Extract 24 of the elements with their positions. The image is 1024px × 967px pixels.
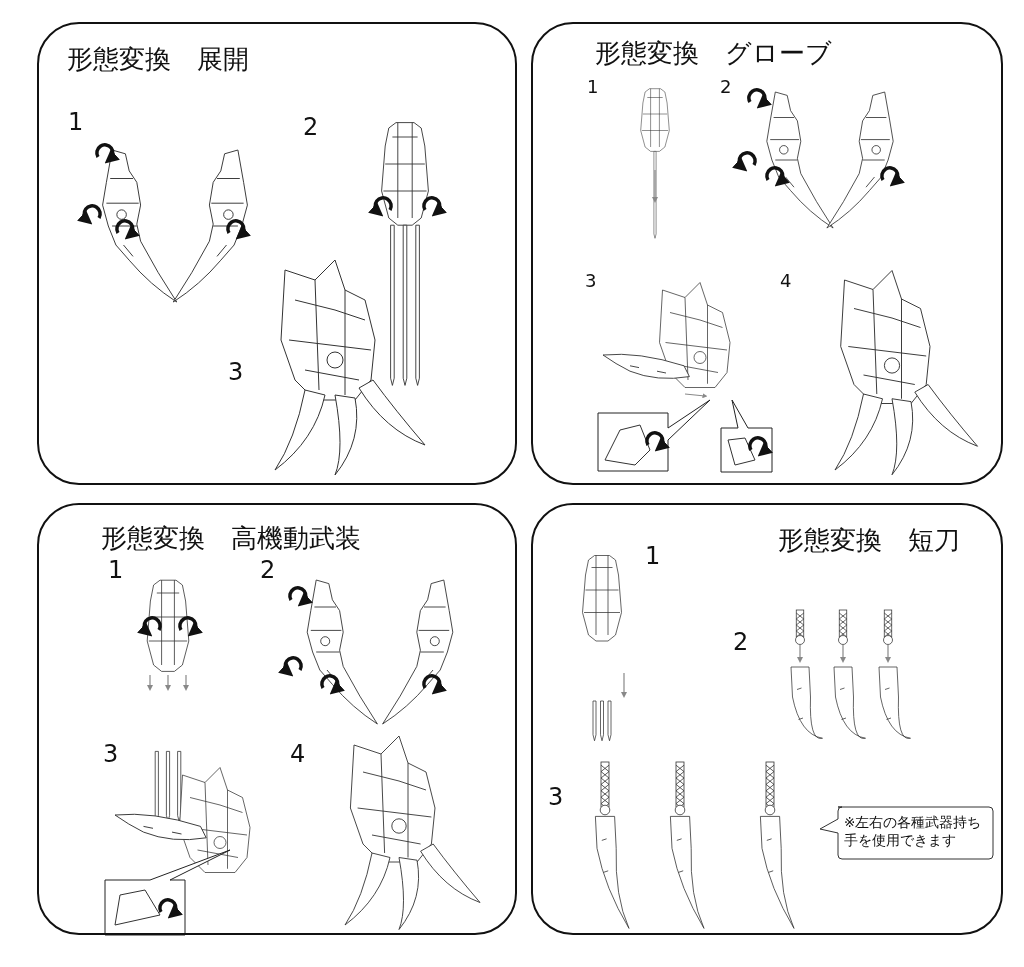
- step-number: 1: [68, 108, 84, 136]
- step-panel: [37, 503, 517, 935]
- step-number: 4: [290, 740, 306, 768]
- step-number: 2: [733, 628, 749, 656]
- step-number: 1: [587, 76, 599, 97]
- note-callout: [818, 807, 993, 859]
- step-number: 2: [720, 76, 732, 97]
- panel-title: 形態変換 グローブ: [595, 37, 832, 70]
- step-number: 2: [260, 556, 276, 584]
- step-number: 3: [585, 270, 597, 291]
- step-number: 3: [228, 358, 244, 386]
- step-number: 4: [780, 270, 792, 291]
- step-panel: [531, 22, 1003, 485]
- panel-title: 形態変換 展開: [67, 43, 249, 76]
- step-number: 3: [548, 783, 564, 811]
- step-number: 2: [303, 113, 319, 141]
- step-number: 3: [103, 740, 119, 768]
- step-number: 1: [645, 542, 661, 570]
- panel-title: 形態変換 高機動武装: [101, 522, 361, 555]
- step-panel: [37, 22, 517, 485]
- note-text: ※左右の各種武器持ち手を使用できます: [844, 813, 983, 849]
- panel-title: 形態変換 短刀: [778, 524, 960, 557]
- step-number: 1: [108, 556, 124, 584]
- step-panel: [531, 503, 1003, 935]
